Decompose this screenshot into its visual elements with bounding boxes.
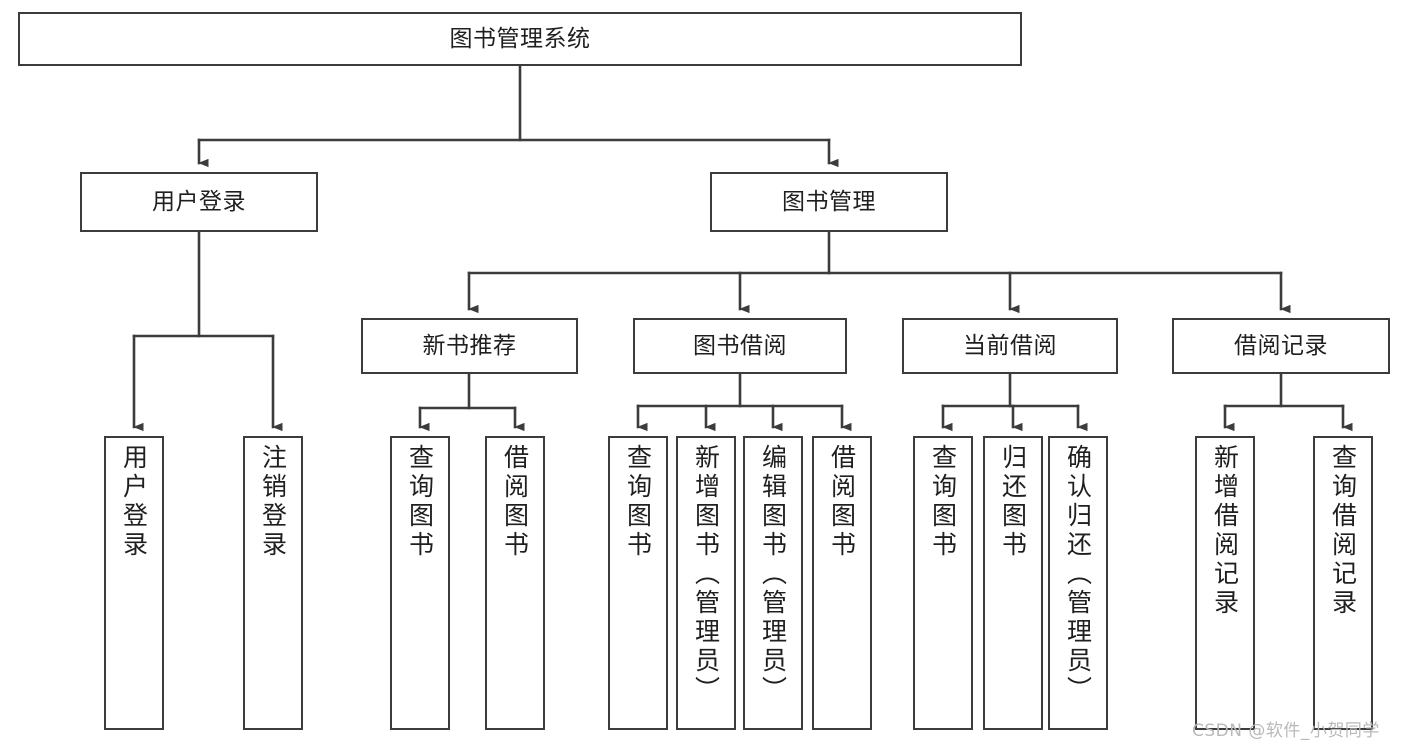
- node-user-login[interactable]: 用户登录: [80, 172, 318, 232]
- leaf-borrow-book-recommend[interactable]: 借阅图书: [485, 436, 545, 730]
- node-root-label: 图书管理系统: [449, 25, 591, 52]
- leaf-query-book-recommend[interactable]: 查询图书: [390, 436, 450, 730]
- borrow-record-to-leaves-connectors: [1223, 372, 1353, 432]
- node-current-borrow[interactable]: 当前借阅: [902, 318, 1118, 374]
- book-borrow-to-leaves-connectors: [636, 372, 852, 432]
- leaf-logout-label: 注销登录: [258, 444, 288, 560]
- leaf-add-book-admin-label: 新增图书（管理员）: [691, 444, 721, 705]
- node-book-management[interactable]: 图书管理: [710, 172, 948, 232]
- leaf-edit-book-admin-label: 编辑图书（管理员）: [758, 444, 788, 705]
- leaf-query-book-borrow[interactable]: 查询图书: [608, 436, 668, 730]
- node-borrow-record-label: 借阅记录: [1234, 332, 1328, 359]
- node-new-book-recommend[interactable]: 新书推荐: [361, 318, 578, 374]
- leaf-query-book-current[interactable]: 查询图书: [913, 436, 973, 730]
- leaf-add-borrow-record[interactable]: 新增借阅记录: [1195, 436, 1255, 730]
- leaf-logout[interactable]: 注销登录: [243, 436, 303, 730]
- leaf-query-book-recommend-label: 查询图书: [405, 444, 435, 560]
- leaf-query-book-current-label: 查询图书: [928, 444, 958, 560]
- leaf-query-book-borrow-label: 查询图书: [623, 444, 653, 560]
- new-book-recommend-to-leaves-connectors: [418, 372, 525, 432]
- leaf-user-login-label: 用户登录: [119, 444, 149, 560]
- leaf-query-borrow-record[interactable]: 查询借阅记录: [1313, 436, 1373, 730]
- node-new-book-recommend-label: 新书推荐: [422, 332, 517, 359]
- csdn-watermark: CSDN @软件_小贺同学: [1192, 721, 1380, 741]
- node-book-borrow[interactable]: 图书借阅: [633, 318, 847, 374]
- node-current-borrow-label: 当前借阅: [963, 332, 1057, 359]
- leaf-borrow-book-label: 借阅图书: [827, 444, 857, 560]
- user-login-to-leaves-connectors: [132, 230, 283, 432]
- book-management-to-level3-connectors: [467, 230, 1291, 314]
- node-book-management-label: 图书管理: [782, 188, 876, 215]
- leaf-query-borrow-record-label: 查询借阅记录: [1328, 444, 1358, 618]
- root-to-level2-connectors: [197, 64, 839, 168]
- leaf-edit-book-admin[interactable]: 编辑图书（管理员）: [743, 436, 803, 730]
- leaf-add-borrow-record-label: 新增借阅记录: [1210, 444, 1240, 618]
- node-user-login-label: 用户登录: [152, 188, 246, 215]
- leaf-borrow-book[interactable]: 借阅图书: [812, 436, 872, 730]
- node-book-borrow-label: 图书借阅: [693, 332, 787, 359]
- node-root[interactable]: 图书管理系统: [18, 12, 1022, 66]
- leaf-add-book-admin[interactable]: 新增图书（管理员）: [676, 436, 736, 730]
- leaf-user-login[interactable]: 用户登录: [104, 436, 164, 730]
- node-borrow-record[interactable]: 借阅记录: [1172, 318, 1390, 374]
- leaf-borrow-book-recommend-label: 借阅图书: [500, 444, 530, 560]
- leaf-return-book[interactable]: 归还图书: [983, 436, 1043, 730]
- leaf-confirm-return-admin[interactable]: 确认归还（管理员）: [1048, 436, 1108, 730]
- leaf-confirm-return-admin-label: 确认归还（管理员）: [1063, 444, 1093, 705]
- current-borrow-to-leaves-connectors: [941, 372, 1088, 432]
- leaf-return-book-label: 归还图书: [998, 444, 1028, 560]
